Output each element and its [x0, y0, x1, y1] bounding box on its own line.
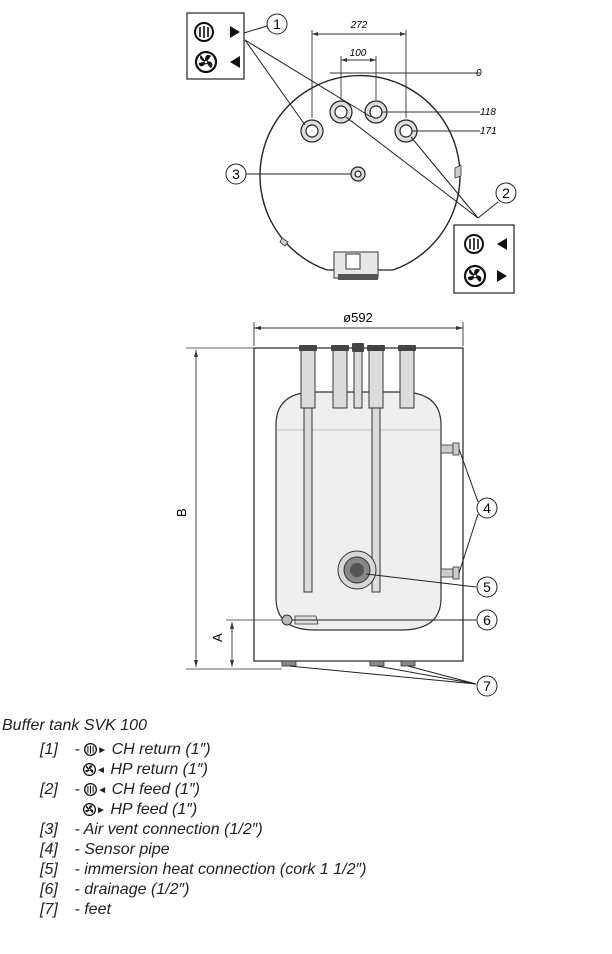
- callout-2: 2: [477, 182, 517, 219]
- arrow-right-icon: ►: [97, 745, 108, 756]
- fan-icon: [194, 50, 218, 74]
- callout-7: 7: [476, 675, 498, 697]
- callout-3: 3: [225, 163, 247, 185]
- legend-number: [7]: [40, 901, 58, 918]
- legend-item-2b: ► HP feed (1″): [83, 800, 197, 821]
- legend-item-4: [4] - Sensor pipe: [40, 841, 170, 858]
- legend-text: CH feed (1″): [111, 781, 200, 798]
- legend-text: feet: [84, 901, 111, 918]
- svg-text:1: 1: [273, 16, 281, 32]
- callout-1: 1: [243, 13, 288, 35]
- arrow-right-icon: [497, 270, 507, 282]
- fan-icon: [463, 264, 487, 288]
- svg-text:2: 2: [502, 185, 510, 201]
- legend-text: immersion heat connection (cork 1 1/2″): [84, 861, 367, 878]
- legend-text: HP return (1″): [110, 761, 208, 778]
- legend-text: drainage (1/2″): [84, 881, 190, 898]
- arrow-right-icon: [230, 26, 240, 38]
- side-view: ø592: [174, 310, 479, 685]
- radiator-icon: [194, 22, 214, 42]
- legend-item-3: [3] - Air vent connection (1/2″): [40, 821, 263, 838]
- callout-6: 6: [476, 609, 498, 631]
- legend-item-6: [6] - drainage (1/2″): [40, 881, 190, 898]
- dim-0: 0: [476, 68, 482, 79]
- legend-number: [4]: [40, 841, 58, 858]
- top-view: 272 100 0 118 171: [244, 20, 497, 280]
- svg-text:6: 6: [483, 612, 491, 628]
- fan-icon: [83, 803, 96, 816]
- icon-box-1: [186, 12, 245, 80]
- icon-box-2: [453, 224, 515, 294]
- legend-text: CH return (1″): [111, 741, 211, 758]
- dim-a: A: [210, 633, 225, 642]
- legend-number: [1]: [40, 741, 58, 758]
- legend-number: [2]: [40, 781, 58, 798]
- radiator-icon: [464, 234, 484, 254]
- legend-text: Air vent connection (1/2″): [83, 821, 263, 838]
- dim-171: 171: [480, 126, 497, 137]
- dim-b: B: [174, 508, 189, 517]
- legend-text: HP feed (1″): [110, 801, 198, 818]
- legend-item-1b: ◄ HP return (1″): [83, 760, 208, 781]
- legend-number: [5]: [40, 861, 58, 878]
- arrow-right-icon: ►: [96, 805, 106, 816]
- legend-number: [3]: [40, 821, 58, 838]
- callout-4: 4: [476, 497, 498, 519]
- arrow-left-icon: ◄: [96, 765, 106, 776]
- dim-118: 118: [480, 107, 496, 118]
- legend-item-2: [2] - ◄ CH feed (1″): [40, 780, 200, 801]
- legend-item-7: [7] - feet: [40, 901, 111, 918]
- fan-icon: [83, 763, 96, 776]
- dim-100: 100: [350, 48, 367, 59]
- legend-item-1: [1] - ► CH return (1″): [40, 740, 211, 761]
- svg-text:7: 7: [483, 678, 491, 694]
- arrow-left-icon: [497, 238, 507, 250]
- radiator-icon: [84, 743, 98, 756]
- svg-text:5: 5: [483, 579, 491, 595]
- dim-diameter: ø592: [343, 310, 373, 325]
- callout-5: 5: [476, 576, 498, 598]
- legend-text: Sensor pipe: [84, 841, 170, 858]
- arrow-left-icon: ◄: [97, 785, 108, 796]
- svg-text:4: 4: [483, 500, 491, 516]
- arrow-left-icon: [230, 56, 240, 68]
- dim-272: 272: [350, 20, 368, 31]
- technical-drawing: 1: [174, 12, 517, 697]
- legend-title: Buffer tank SVK 100: [2, 717, 147, 734]
- legend-item-5: [5] - immersion heat connection (cork 1 …: [40, 861, 367, 878]
- radiator-icon: [84, 783, 98, 796]
- svg-text:3: 3: [232, 166, 240, 182]
- legend-number: [6]: [40, 881, 58, 898]
